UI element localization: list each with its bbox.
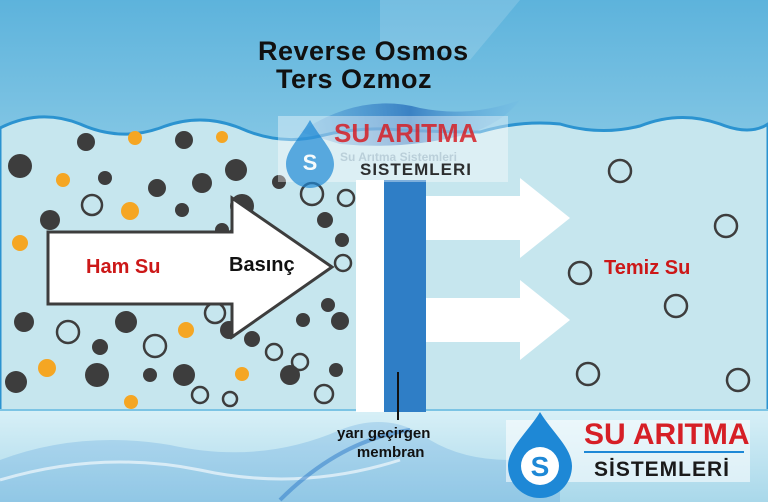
membrane-label: yarı geçirgen membran bbox=[337, 424, 430, 462]
membrane-label-line-2: membran bbox=[356, 444, 425, 461]
title-line-2: Ters Ozmoz bbox=[276, 64, 433, 94]
membrane-white-layer bbox=[356, 180, 384, 412]
title-line-1: Reverse Osmos bbox=[258, 36, 469, 66]
splash-wave bbox=[300, 100, 520, 146]
membrane-blue-layer bbox=[384, 180, 426, 412]
raw-water-label: Ham Su bbox=[86, 256, 161, 278]
logo-title: SU ARITMA bbox=[584, 418, 750, 451]
water-drop-watermark-icon bbox=[286, 120, 334, 188]
membrane-label-line-1: yarı geçirgen bbox=[337, 425, 431, 442]
clean-water-label: Temiz Su bbox=[604, 257, 691, 279]
svg-text:S: S bbox=[531, 451, 550, 482]
pressure-label: Basınç bbox=[229, 254, 295, 276]
svg-text:S: S bbox=[303, 150, 318, 175]
logo-subtitle: SİSTEMLERİ bbox=[594, 458, 731, 481]
watermark-logo: S bbox=[278, 116, 508, 188]
su-aritma-logo: S bbox=[506, 412, 750, 498]
watermark-subtitle: SISTEMLERI bbox=[360, 160, 473, 179]
flow-arrow-bottom-icon bbox=[426, 280, 570, 360]
pressure-arrow-icon bbox=[46, 195, 335, 340]
clean-water-molecules bbox=[567, 158, 751, 393]
flow-arrow-top-icon bbox=[426, 178, 570, 258]
watermark-title: SU ARITMA bbox=[334, 118, 478, 148]
watermark-faint-text: Su Arıtma Sistemleri bbox=[340, 150, 457, 164]
